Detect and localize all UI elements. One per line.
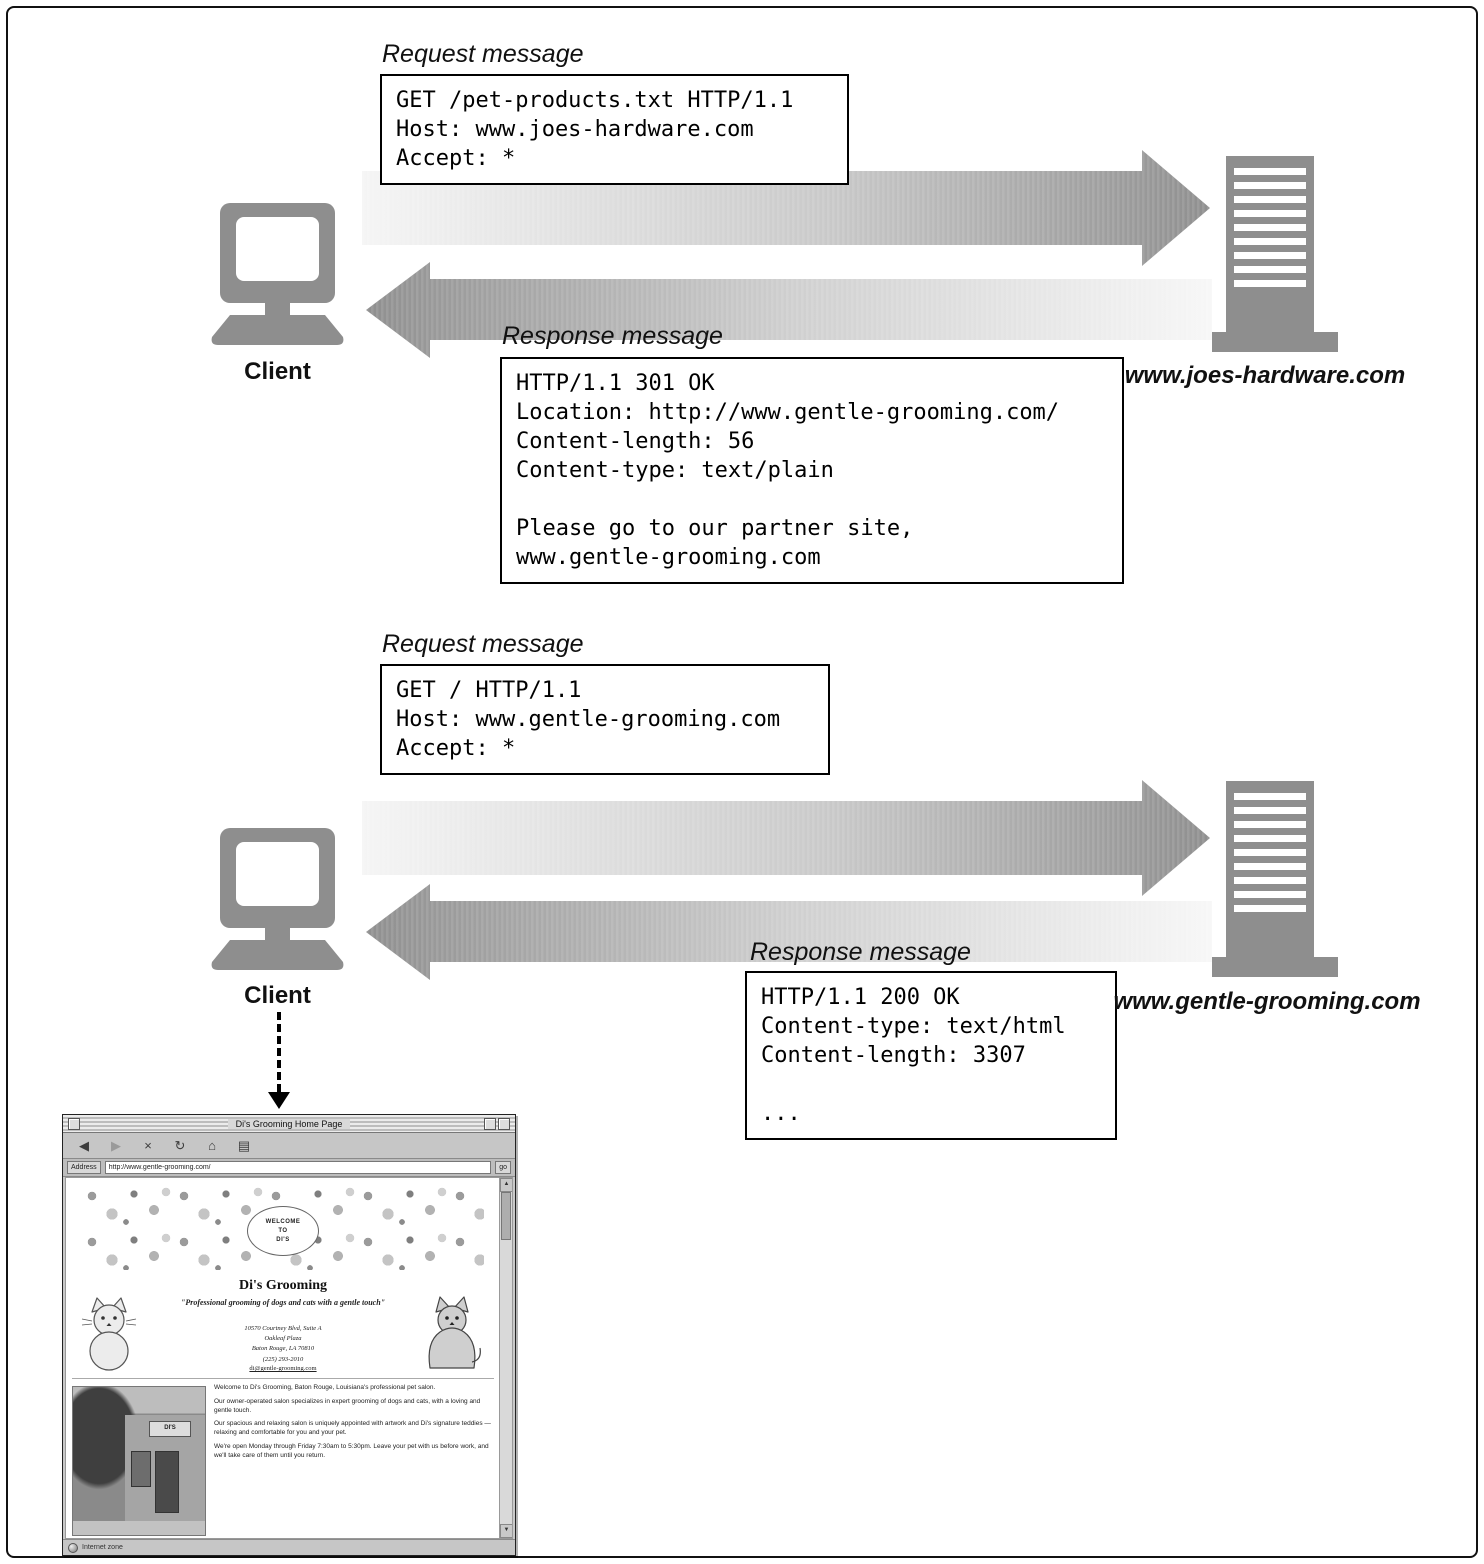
cat-illustration-left <box>80 1294 138 1372</box>
response-arrow <box>366 884 1212 985</box>
horizontal-rule <box>72 1378 494 1379</box>
stop-icon[interactable]: × <box>144 1138 152 1153</box>
vertical-scrollbar[interactable]: ▲ ▼ <box>499 1178 512 1538</box>
store-sign: DI'S <box>149 1421 191 1437</box>
response-message-label: Response message <box>502 322 723 350</box>
server-label-joes-hardware: www.joes-hardware.com <box>1124 362 1406 389</box>
page-content: WELCOME TO DI'S <box>65 1177 513 1539</box>
print-icon[interactable]: ▤ <box>237 1137 251 1153</box>
client-label: Client <box>244 358 311 385</box>
dashed-line <box>277 1012 281 1092</box>
scroll-down-icon[interactable]: ▼ <box>500 1524 512 1538</box>
welcome-badge: WELCOME TO DI'S <box>247 1206 319 1256</box>
mailing-address: 10570 Courtney Blvd, Suite A Oakleaf Pla… <box>244 1325 322 1352</box>
paragraph: Our owner-operated salon specializes in … <box>214 1397 481 1414</box>
response-message-label: Response message <box>750 938 971 966</box>
response-message-box: HTTP/1.1 301 OK Location: http://www.gen… <box>500 357 1124 585</box>
request-message-label: Request message <box>382 630 584 658</box>
client-computer-icon <box>210 828 345 975</box>
server-icon-gentle-grooming <box>1212 781 1338 986</box>
request-message-label: Request message <box>382 40 584 68</box>
figure-border <box>6 6 1478 1558</box>
email-link[interactable]: di@gentle-grooming.com <box>249 1365 317 1372</box>
response-arrow <box>366 262 1212 363</box>
page-heading: Di's Grooming <box>238 1278 328 1293</box>
request-arrow <box>362 780 1210 901</box>
browser-window: Di's Grooming Home Page ◀ ▶ × ↻ ⌂ ▤ Addr… <box>62 1114 516 1556</box>
response-message-box: HTTP/1.1 200 OK Content-type: text/html … <box>745 971 1117 1141</box>
paragraph: Our spacious and relaxing salon is uniqu… <box>214 1420 491 1437</box>
tagline: "Professional grooming of dogs and cats … <box>180 1298 386 1307</box>
globe-icon <box>68 1542 78 1553</box>
go-button[interactable]: go <box>495 1161 511 1174</box>
server-icon-joes-hardware <box>1212 156 1338 361</box>
client-computer-icon <box>210 203 345 350</box>
paragraph: Welcome to Di's Grooming, Baton Rouge, L… <box>214 1384 436 1391</box>
paragraph: We're open Monday through Friday 7:30am … <box>214 1442 489 1459</box>
intro-paragraphs: Welcome to Di's Grooming, Baton Rouge, L… <box>214 1384 492 1465</box>
status-text: Internet zone <box>82 1544 123 1551</box>
back-icon[interactable]: ◀ <box>79 1137 89 1153</box>
address-bar: Address go <box>63 1159 515 1177</box>
address-label: Address <box>67 1161 101 1174</box>
forward-icon[interactable]: ▶ <box>111 1137 121 1153</box>
arrowhead-down-icon <box>268 1092 290 1109</box>
phone-number: (225) 293-2010 <box>262 1356 304 1363</box>
home-icon[interactable]: ⌂ <box>208 1138 216 1153</box>
page-body: WELCOME TO DI'S <box>66 1178 500 1538</box>
store-door-shape <box>155 1451 179 1513</box>
server-label-gentle-grooming: www.gentle-grooming.com <box>1113 988 1421 1015</box>
status-bar: Internet zone <box>63 1539 515 1555</box>
sidewalk-shape <box>73 1521 205 1535</box>
request-message-box: GET /pet-products.txt HTTP/1.1 Host: www… <box>380 74 849 186</box>
scroll-up-icon[interactable]: ▲ <box>500 1178 512 1192</box>
refresh-icon[interactable]: ↻ <box>174 1137 186 1153</box>
title-bar: Di's Grooming Home Page <box>63 1115 515 1133</box>
cat-illustration-right <box>420 1292 482 1374</box>
window-title: Di's Grooming Home Page <box>227 1118 351 1129</box>
scroll-thumb[interactable] <box>501 1192 511 1240</box>
zoom-box-icon[interactable] <box>498 1118 510 1130</box>
store-window-shape <box>131 1451 151 1487</box>
address-input[interactable] <box>104 1161 492 1174</box>
collapse-box-icon[interactable] <box>484 1118 496 1130</box>
browser-toolbar: ◀ ▶ × ↻ ⌂ ▤ <box>63 1133 515 1159</box>
render-flow-arrow <box>266 1012 292 1112</box>
request-message-box: GET / HTTP/1.1 Host: www.gentle-grooming… <box>380 664 830 776</box>
storefront-photo: DI'S <box>72 1386 206 1536</box>
client-label: Client <box>244 982 311 1009</box>
close-box-icon[interactable] <box>68 1118 80 1130</box>
